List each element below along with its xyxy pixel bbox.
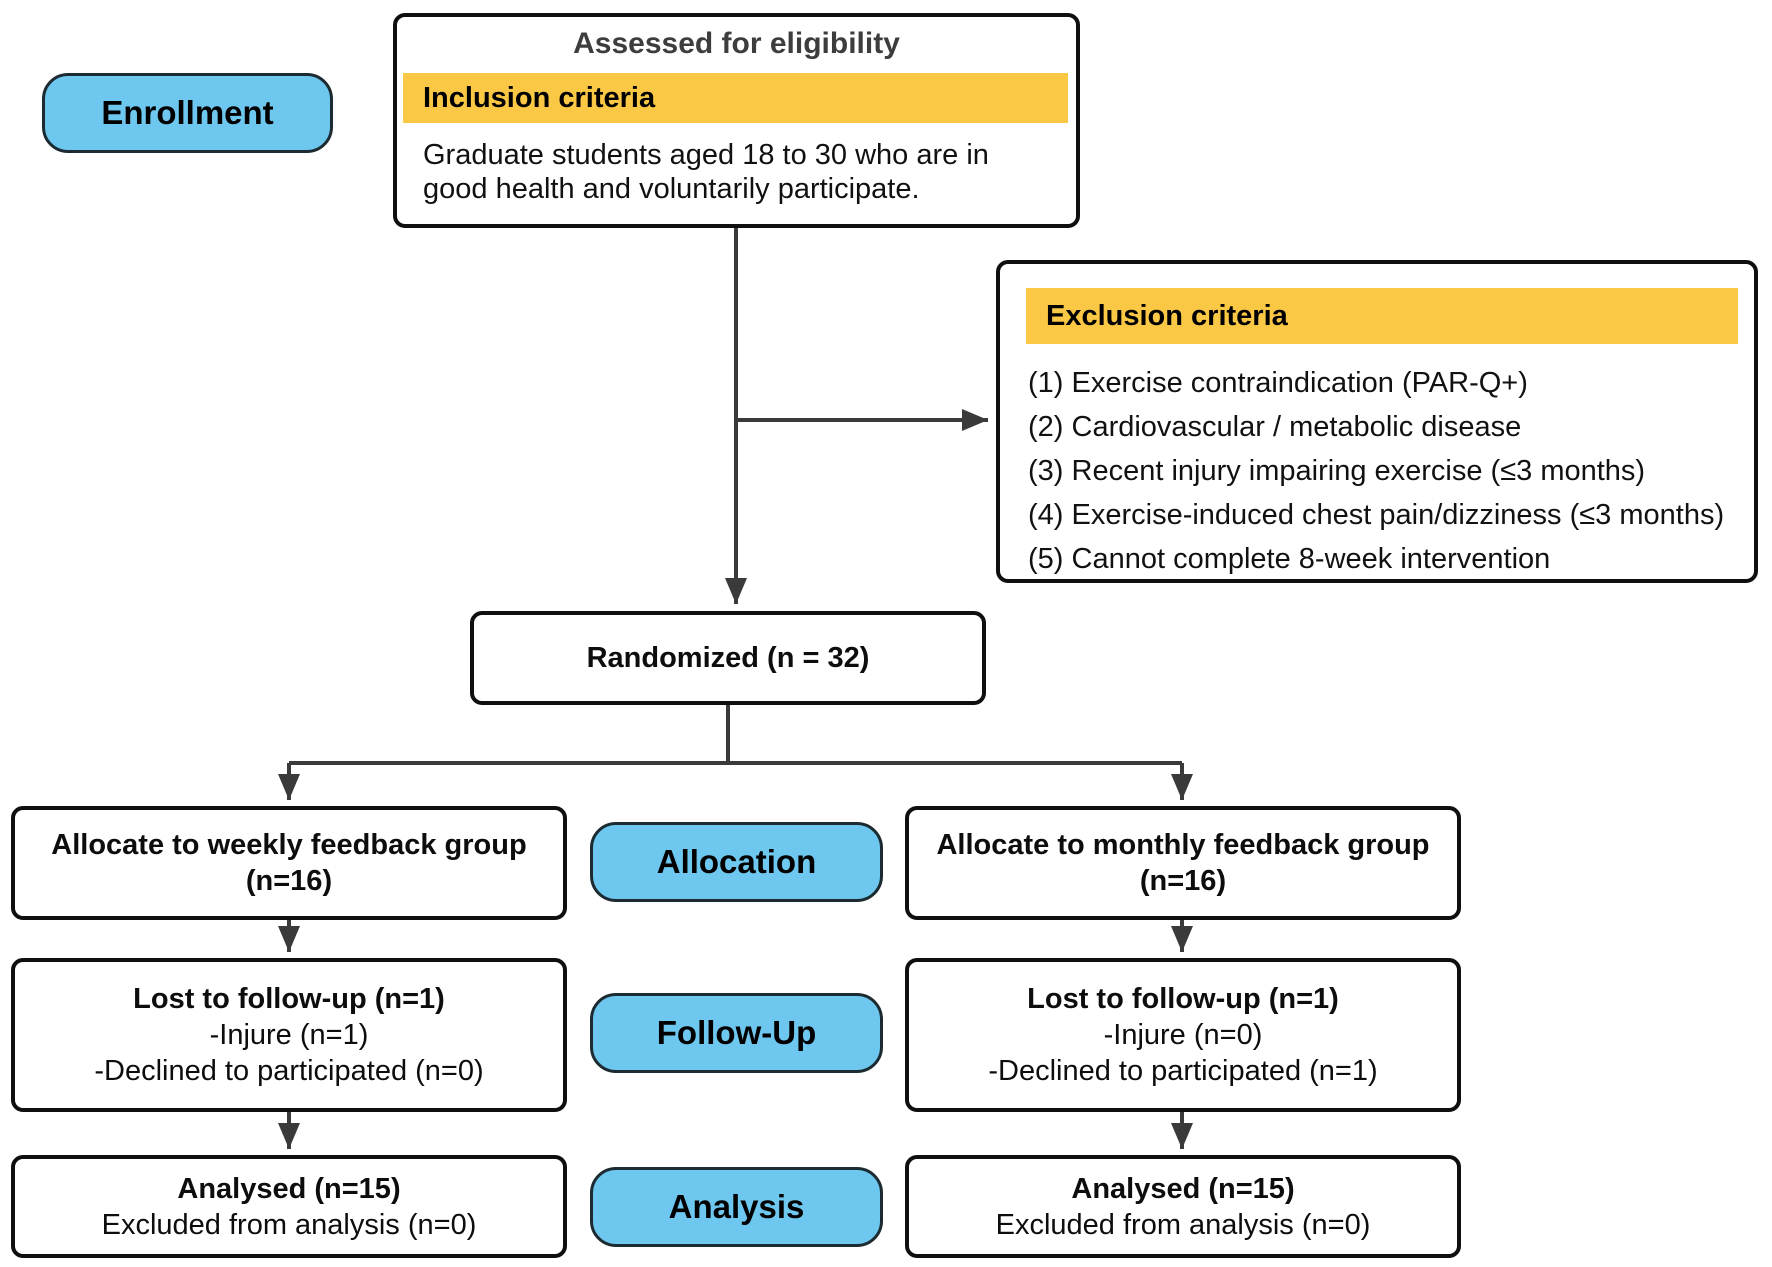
monthly-analysis-subtitle: Excluded from analysis (n=0) (995, 1208, 1371, 1241)
monthly-followup-title: Lost to follow-up (n=1) (1027, 983, 1339, 1015)
inclusion-criteria-text: Graduate students aged 18 to 30 who are … (423, 139, 989, 205)
followup-stage-label: Follow-Up (656, 1014, 817, 1051)
analysis-stage-pill: Analysis (590, 1167, 883, 1247)
weekly-followup-item: -Declined to participated (n=0) (94, 1055, 484, 1087)
exclusion-item: (2) Cardiovascular / metabolic disease (1028, 411, 1522, 443)
randomized-box: Randomized (n = 32) (470, 611, 986, 705)
exclusion-item: (5) Cannot complete 8-week intervention (1028, 543, 1551, 575)
exclusion-criteria-header: Exclusion criteria (1026, 288, 1738, 344)
monthly-allocation-line1: Allocate to monthly feedback group (936, 829, 1430, 861)
monthly-analysis-title: Analysed (n=15) (1071, 1172, 1295, 1205)
weekly-allocation-line1: Allocate to weekly feedback group (51, 829, 527, 861)
monthly-allocation-line2: (n=16) (1139, 865, 1227, 897)
weekly-allocation-line2: (n=16) (245, 865, 333, 897)
exclusion-item: (1) Exercise contraindication (PAR-Q+) (1028, 367, 1528, 399)
monthly-followup-item: -Declined to participated (n=1) (988, 1055, 1378, 1087)
exclusion-item: (4) Exercise-induced chest pain/dizzines… (1028, 499, 1725, 531)
weekly-followup-item: -Injure (n=1) (209, 1019, 369, 1051)
exclusion-criteria-header-label: Exclusion criteria (1046, 299, 1288, 332)
eligibility-title: Assessed for eligibility (573, 27, 900, 60)
enrollment-stage-label: Enrollment (101, 94, 274, 131)
weekly-allocation-box: Allocate to weekly feedback group (n=16) (11, 806, 567, 920)
exclusion-criteria-box: Exclusion criteria (1) Exercise contrain… (996, 260, 1758, 583)
eligibility-box: Assessed for eligibility Inclusion crite… (393, 13, 1080, 228)
inclusion-criteria-header: Inclusion criteria (403, 73, 1068, 123)
followup-stage-pill: Follow-Up (590, 993, 883, 1073)
weekly-followup-box: Lost to follow-up (n=1) -Injure (n=1) -D… (11, 958, 567, 1112)
monthly-followup-box: Lost to follow-up (n=1) -Injure (n=0) -D… (905, 958, 1461, 1112)
monthly-allocation-box: Allocate to monthly feedback group (n=16… (905, 806, 1461, 920)
randomized-label: Randomized (n = 32) (586, 641, 870, 674)
exclusion-criteria-list: (1) Exercise contraindication (PAR-Q+) (… (1028, 361, 1746, 581)
weekly-analysis-subtitle: Excluded from analysis (n=0) (101, 1208, 477, 1241)
allocation-stage-pill: Allocation (590, 822, 883, 902)
exclusion-item: (3) Recent injury impairing exercise (≤3… (1028, 455, 1646, 487)
weekly-followup-title: Lost to follow-up (n=1) (133, 983, 445, 1015)
analysis-stage-label: Analysis (668, 1188, 805, 1225)
weekly-analysis-title: Analysed (n=15) (177, 1172, 401, 1205)
monthly-analysis-box: Analysed (n=15) Excluded from analysis (… (905, 1155, 1461, 1258)
enrollment-stage-pill: Enrollment (42, 73, 333, 153)
allocation-stage-label: Allocation (656, 843, 817, 880)
inclusion-criteria-header-label: Inclusion criteria (423, 81, 656, 114)
monthly-followup-item: -Injure (n=0) (1103, 1019, 1263, 1051)
weekly-analysis-box: Analysed (n=15) Excluded from analysis (… (11, 1155, 567, 1258)
